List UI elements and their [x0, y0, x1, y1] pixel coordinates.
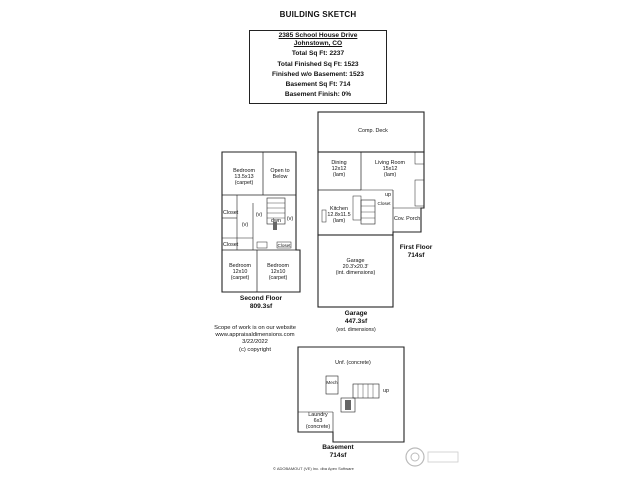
building-sketch-sheet: BUILDING SKETCH 2385 School House Drive … — [193, 0, 443, 480]
scope-line-4: (c) copyright — [239, 346, 271, 353]
caption-title: First Floor — [399, 244, 433, 251]
room-finish: (lam) — [383, 172, 397, 179]
room-finish: (lam) — [332, 172, 346, 179]
finished-wo-basement: Finished w/o Basement: 1523 — [272, 70, 364, 78]
vanity-1: (v) — [241, 222, 249, 228]
room-name: Bedroom — [267, 263, 289, 269]
laundry: Laundry 6x3 (concrete) — [303, 412, 333, 431]
basement-finish: Basement Finish: 0% — [284, 91, 352, 99]
room-dims: 6x3 — [313, 418, 323, 425]
basement-caption: Basement 714sf — [311, 444, 365, 460]
room-dims: 20.3'x20.3' — [342, 264, 369, 271]
garage-label: Garage 20.3'x20.3' (int. dimensions) — [323, 258, 388, 277]
garage-outline — [317, 234, 394, 308]
dining-room: Dining 12x12 (lam) — [324, 160, 354, 179]
footer-credit: © ADOBAMOUT (VE) Inc. dba Apex Software — [273, 466, 354, 471]
room-finish: (concrete) — [305, 424, 331, 431]
room-dims: 15x12 — [382, 166, 398, 173]
room-dims: 12.8x11.5 — [327, 212, 351, 219]
stairs-down: dwn — [271, 218, 281, 224]
room-name: Open to — [270, 168, 290, 174]
second-bedroom-a: Bedroom 12x10 (carpet) — [225, 263, 255, 282]
room-dims: 13.5x13 — [234, 174, 254, 181]
basement-sq-ft: Basement Sq Ft: 714 — [285, 81, 351, 89]
room-dims: 12x12 — [331, 166, 347, 173]
room-note: (int. dimensions) — [335, 270, 376, 277]
room-name: Laundry — [308, 412, 328, 418]
second-bedroom-b: Bedroom 12x10 (carpet) — [261, 263, 295, 282]
vanity-3: (v) — [286, 216, 294, 222]
vanity-2: (v) — [255, 212, 263, 218]
caption-title: Second Floor — [239, 295, 283, 302]
property-info-box: 2385 School House Drive Johnstown, CO To… — [249, 30, 387, 104]
mech-room: Mech — [326, 380, 338, 385]
room-name: Garage — [346, 258, 365, 264]
sheet-title: BUILDING SKETCH — [279, 10, 357, 19]
room-name: Kitchen — [330, 206, 348, 212]
unfinished-area: Unf. (concrete) — [335, 360, 371, 366]
basement-outline — [297, 346, 405, 443]
first-closet: Closet — [377, 201, 391, 206]
room-name: Bedroom — [229, 263, 251, 269]
caption-title: Basement — [322, 444, 354, 451]
basement-stairs-up: up — [383, 388, 389, 394]
first-stairs-up: up — [385, 192, 391, 198]
address: 2385 School House Drive — [278, 32, 358, 39]
covered-porch: Cov. Porch — [394, 216, 421, 222]
first-floor-caption: First Floor 714sf — [393, 244, 439, 260]
caption-area: 447.3sf — [344, 318, 368, 325]
room-name: Living Room — [375, 160, 405, 166]
room-finish: (carpet) — [230, 275, 250, 282]
total-sq-ft: Total Sq Ft: 2237 — [291, 50, 345, 58]
closet-c: Closet — [277, 243, 291, 248]
caption-area: 809.3sf — [249, 303, 273, 310]
closet-b: Closet — [223, 242, 239, 248]
floor-plan-drawing — [221, 111, 425, 443]
scope-line-1: Scope of work is on our website — [214, 325, 296, 331]
closet-a: Closet — [223, 210, 239, 216]
watermark-logo — [405, 447, 459, 467]
caption-area: 714sf — [329, 452, 347, 459]
room-name: Bedroom — [233, 168, 255, 174]
second-bedroom-main: Bedroom 13.5x13 (carpet) — [227, 168, 261, 187]
room-finish: (carpet) — [268, 275, 288, 282]
city: Johnstown, CO — [293, 40, 343, 48]
room-dims: 12x10 — [270, 269, 286, 276]
scope-note: Scope of work is on our website www.appr… — [207, 325, 303, 354]
garage-ext-note: (ext. dimensions) — [336, 327, 376, 333]
room-dims: 12x10 — [232, 269, 248, 276]
room-finish: (lam) — [332, 218, 346, 225]
deck-label: Comp. Deck — [358, 128, 388, 134]
open-to-below: Open to Below — [265, 168, 295, 180]
living-room: Living Room 15x12 (lam) — [369, 160, 411, 179]
total-finished: Total Finished Sq Ft: 1523 — [277, 60, 359, 68]
garage-caption: Garage 447.3sf — [323, 310, 389, 326]
scope-line-3: 3/22/2022 — [242, 339, 268, 346]
caption-title: Garage — [344, 310, 368, 317]
second-floor-caption: Second Floor 809.3sf — [221, 295, 301, 311]
room-name: Dining — [331, 160, 347, 166]
kitchen: Kitchen 12.8x11.5 (lam) — [324, 206, 354, 225]
scope-line-2: www.appraisaldimensions.com — [215, 332, 295, 339]
room-finish: (carpet) — [234, 180, 254, 187]
caption-area: 714sf — [407, 252, 425, 259]
room-name-2: Below — [272, 174, 288, 181]
